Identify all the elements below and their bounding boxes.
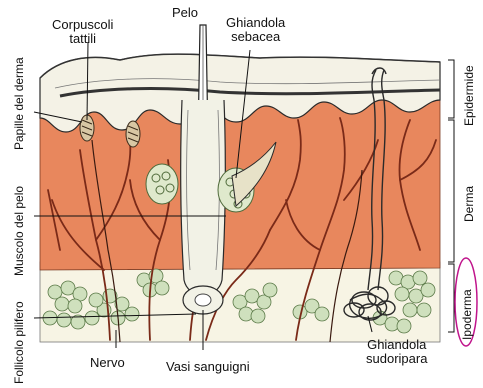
label-sudoripara-line1: Ghiandola [366,338,427,352]
label-follicolo-pilifero: Follicolo pilifero [12,301,26,384]
label-ghiandola-sebacea: Ghiandola sebacea [226,16,285,44]
label-sebacea-line1: Ghiandola [226,16,285,30]
label-sudoripara-line2: sudoripara [366,352,427,366]
label-papille-del-derma: Papille del derma [12,57,26,150]
label-corpuscoli-tattili: Corpuscoli tattili [52,18,113,46]
label-ipoderma: Ipoderma [460,289,474,340]
label-epidermide: Epidermide [462,65,476,126]
layer-brackets [448,60,454,332]
label-ghiandola-sudoripara: Ghiandola sudoripara [366,338,427,366]
label-nervo: Nervo [90,356,125,370]
label-sebacea-line2: sebacea [226,30,285,44]
label-muscolo-del-pelo: Muscolo del pelo [12,186,26,276]
label-corpuscoli-line2: tattili [52,32,113,46]
label-pelo: Pelo [172,6,198,20]
label-vasi-sanguigni: Vasi sanguigni [166,360,250,374]
label-derma: Derma [462,186,476,222]
label-corpuscoli-line1: Corpuscoli [52,18,113,32]
